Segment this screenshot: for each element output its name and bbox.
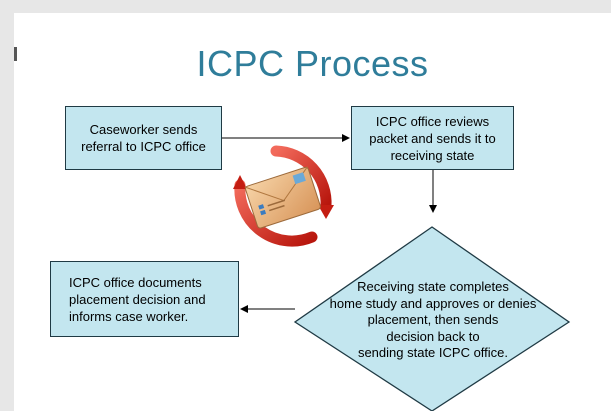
diamond-line: home study and approves or denies xyxy=(329,295,537,311)
envelope-cycle-icon xyxy=(233,145,334,247)
referral-box-text: Caseworker sends referral to ICPC office xyxy=(81,122,206,154)
diamond-line: Receiving state completes xyxy=(357,279,509,294)
slide: ICPC Process xyxy=(14,13,611,411)
diamond-line: decision back to xyxy=(386,328,480,344)
diagram-shapes xyxy=(222,134,571,411)
diamond-text: Receiving state completes home study and… xyxy=(298,279,568,362)
slide-edge-marker xyxy=(14,47,17,61)
referral-box: Caseworker sends referral to ICPC office xyxy=(65,106,222,170)
document-box-text: ICPC office documents placement decision… xyxy=(69,274,206,324)
review-box: ICPC office reviews packet and sends it … xyxy=(351,106,514,170)
diamond-line: sending state ICPC office. xyxy=(357,345,509,360)
decision-diamond xyxy=(293,226,571,411)
slide-title: ICPC Process xyxy=(196,43,429,84)
diamond-line: placement, then sends xyxy=(367,312,499,327)
document-box: ICPC office documents placement decision… xyxy=(50,261,239,337)
review-box-text: ICPC office reviews packet and sends it … xyxy=(369,113,496,163)
